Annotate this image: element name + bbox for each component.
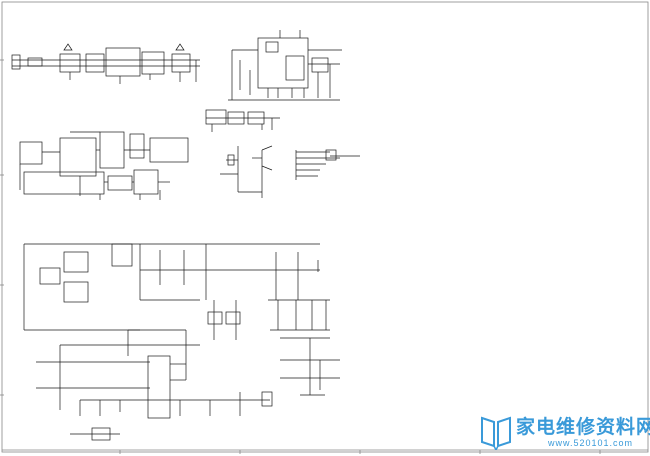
interface-section (295, 149, 360, 180)
micro-section (19, 131, 189, 200)
transistor-stage (220, 145, 273, 198)
regulator-section (228, 30, 342, 101)
watermark-title: 家电维修资料网 (516, 416, 650, 438)
book-logo-icon (481, 416, 511, 450)
power-input-section (11, 43, 200, 84)
watermark: 家电维修资料网 www.520101.com (478, 410, 650, 454)
main-driver-section (23, 243, 340, 441)
watermark-url: www.520101.com (548, 438, 634, 448)
sense-subcircuit (205, 109, 280, 132)
